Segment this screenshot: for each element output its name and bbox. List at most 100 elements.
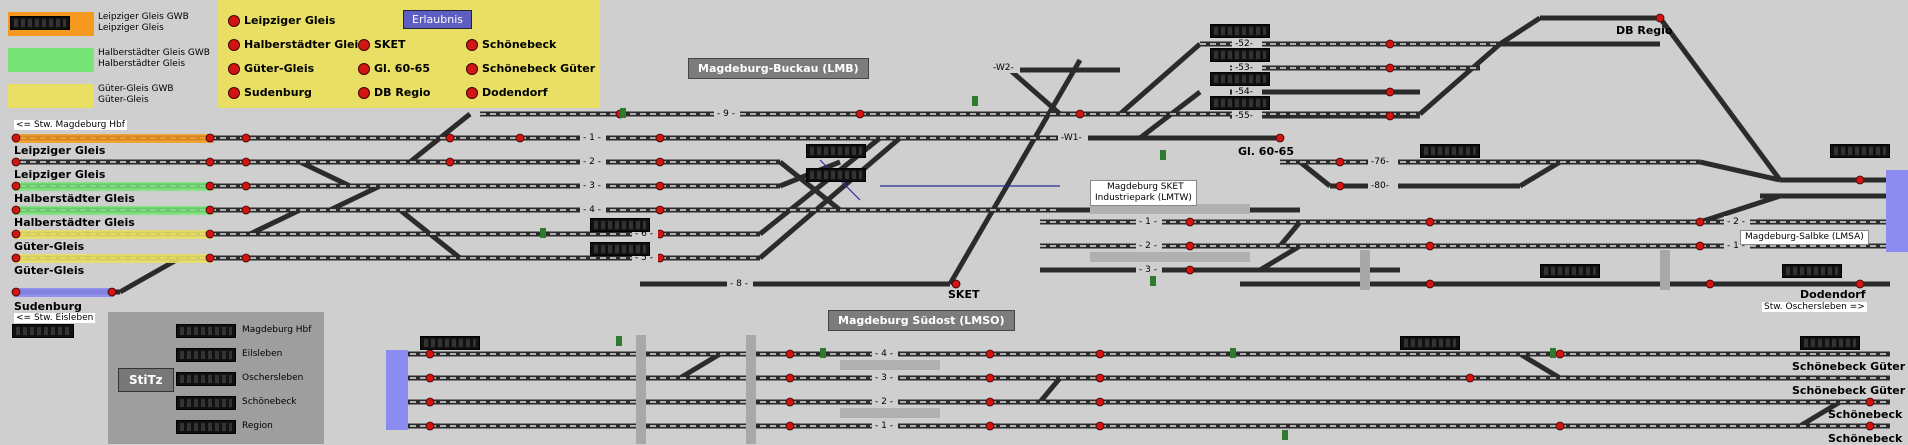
train-number-display [1210, 96, 1270, 110]
track-number: - 2 - [583, 157, 601, 167]
permission-gueter[interactable]: Güter-Gleis [228, 62, 314, 75]
permission-lamp-icon [466, 86, 478, 99]
track-number: - 1 - [583, 133, 601, 143]
label-sket: SKET [948, 288, 980, 301]
track-number: - 1 - [1139, 217, 1157, 227]
stitz-item-region[interactable]: Region [242, 421, 273, 431]
station-suedost-label: Magdeburg Südost (LMSO) [828, 310, 1015, 331]
track-number: -53- [1235, 63, 1253, 73]
legend-counter [10, 16, 70, 30]
label-schoenebeck-gueter-2: Schönebeck Güter [1792, 384, 1906, 397]
track-number: - 4 - [583, 205, 601, 215]
track-number: - 2 - [1139, 241, 1157, 251]
permission-lamp-icon [228, 14, 240, 27]
train-number-display [806, 168, 866, 182]
track-label-leipziger-1: Leipziger Gleis [14, 144, 106, 157]
label-schoenebeck-2: Schönebeck [1828, 432, 1903, 445]
track-number: - 5 - [635, 253, 653, 263]
track-number: - 2 - [1727, 217, 1745, 227]
label-db-regio: DB Regio [1616, 24, 1673, 37]
track-number: - 3 - [583, 181, 601, 191]
permission-sudenburg[interactable]: Sudenburg [228, 86, 312, 99]
track-number: - 4 - [875, 349, 893, 359]
track-number: - 3 - [875, 373, 893, 383]
track-label-gueter-1: Güter-Gleis [14, 240, 85, 253]
permission-lamp-icon [228, 86, 240, 99]
label-gl6065: Gl. 60-65 [1238, 145, 1294, 158]
permission-schoenebeck-gueter[interactable]: Schönebeck Güter [466, 62, 595, 75]
train-number-display [590, 218, 650, 232]
permission-sket[interactable]: SKET [358, 38, 405, 51]
stitz-item-hbf[interactable]: Magdeburg Hbf [242, 325, 312, 335]
station-salbke-label: Magdeburg-Salbke (LMSA) [1740, 230, 1869, 245]
stitz-button[interactable]: StiTz [118, 368, 174, 392]
permission-lamp-icon [228, 62, 240, 75]
track-label-leipziger-2: Leipziger Gleis [14, 168, 106, 181]
track-number: - 2 - [875, 397, 893, 407]
direction-eisleben: <= Stw. Eisleben [14, 313, 96, 323]
stitz-counter [176, 396, 236, 410]
train-number-display [1800, 336, 1860, 350]
track-number: -76- [1371, 157, 1389, 167]
label-schoenebeck-1: Schönebeck [1828, 408, 1903, 421]
train-number-display [806, 144, 866, 158]
train-number-display [1210, 48, 1270, 62]
label-schoenebeck-gueter-1: Schönebeck Güter [1792, 360, 1906, 373]
stitz-counter [176, 348, 236, 362]
permission-lamp-icon [358, 86, 370, 99]
direction-oschersleben: Stw. Oschersleben => [1762, 302, 1867, 312]
track-number: -W1- [1061, 133, 1082, 143]
legend-swatch-halberstaedter [8, 48, 94, 72]
permission-leipziger[interactable]: Leipziger Gleis [228, 14, 335, 27]
permission-lamp-icon [466, 62, 478, 75]
stitz-counter [176, 324, 236, 338]
stitz-counter [176, 420, 236, 434]
permission-lamp-icon [228, 38, 240, 51]
track-label-sudenburg: Sudenburg [14, 300, 82, 313]
stitz-item-schoenebeck[interactable]: Schönebeck [242, 397, 297, 407]
stitz-item-oschersleben[interactable]: Oschersleben [242, 373, 304, 383]
permission-lamp-icon [466, 38, 478, 51]
station-buckau-label: Magdeburg-Buckau (LMB) [688, 58, 869, 79]
track-number: - 9 - [717, 109, 735, 119]
permission-schoenebeck[interactable]: Schönebeck [466, 38, 556, 51]
train-number-display [1782, 264, 1842, 278]
track-number: -55- [1235, 111, 1253, 121]
permission-panel: Erlaubnis Leipziger Gleis Halberstädter … [218, 0, 600, 108]
track-number: -54- [1235, 87, 1253, 97]
train-number-display [590, 242, 650, 256]
permission-gl6065[interactable]: Gl. 60-65 [358, 62, 430, 75]
track-number: - 1 - [1727, 241, 1745, 251]
stitz-counter [176, 372, 236, 386]
train-number-display [420, 336, 480, 350]
train-number-display [1210, 24, 1270, 38]
stitz-panel: StiTz Magdeburg Hbf Eilsleben Oschersleb… [108, 312, 324, 444]
track-label-gueter-2: Güter-Gleis [14, 264, 85, 277]
track-number: -52- [1235, 39, 1253, 49]
permission-dbregio[interactable]: DB Regio [358, 86, 430, 99]
track-number: - 1 - [875, 421, 893, 431]
track-number: -W2- [993, 63, 1014, 73]
track-label-halberstaedter-1: Halberstädter Gleis [14, 192, 135, 205]
permission-button[interactable]: Erlaubnis [403, 10, 472, 29]
train-number-display [1400, 336, 1460, 350]
label-dodendorf: Dodendorf [1800, 288, 1866, 301]
permission-lamp-icon [358, 62, 370, 75]
train-number-display [1830, 144, 1890, 158]
stitz-item-eilsleben[interactable]: Eilsleben [242, 349, 283, 359]
track-number: - 3 - [1139, 265, 1157, 275]
train-number-display [1540, 264, 1600, 278]
track-label-halberstaedter-2: Halberstädter Gleis [14, 216, 135, 229]
direction-hbf: <= Stw. Magdeburg Hbf [14, 120, 127, 130]
permission-halberstaedter[interactable]: Halberstädter Gleis [228, 38, 365, 51]
legend-swatch-gueter [8, 84, 94, 108]
permission-dodendorf[interactable]: Dodendorf [466, 86, 548, 99]
track-number: - 6 - [635, 229, 653, 239]
track-number: - 8 - [730, 279, 748, 289]
train-number-display [1210, 72, 1270, 86]
